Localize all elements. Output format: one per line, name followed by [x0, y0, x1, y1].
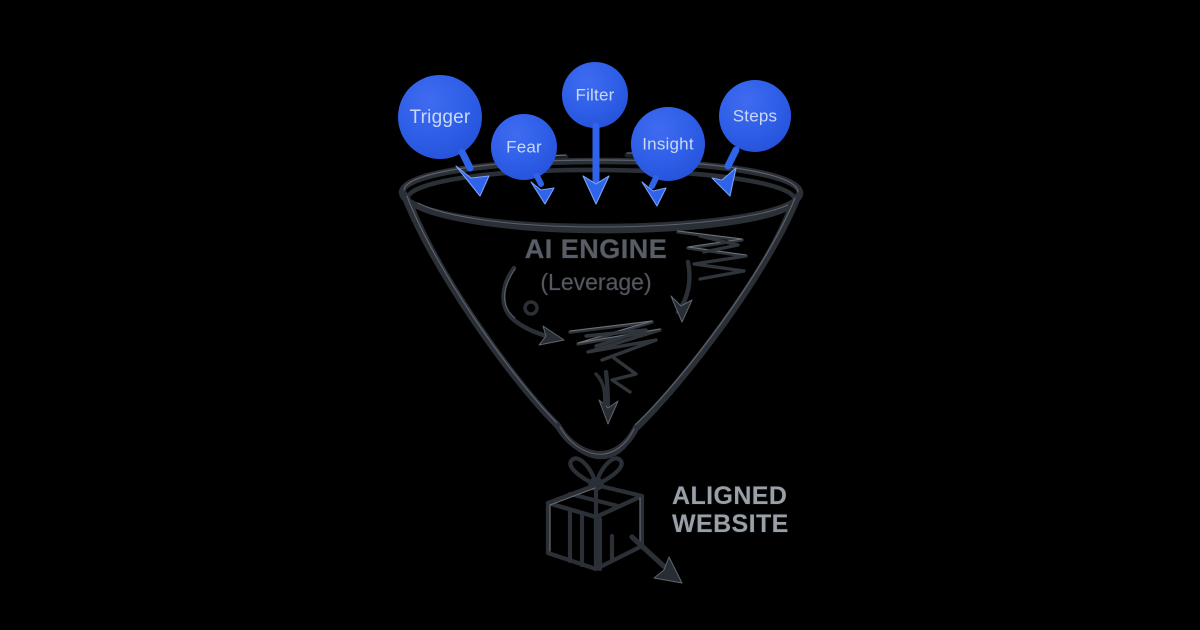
engine-label-group: AI ENGINE (Leverage) — [524, 233, 668, 295]
down-arrow-icon-fear — [530, 173, 555, 205]
curved-arrow-icon — [501, 259, 693, 425]
node-label-fear: Fear — [506, 137, 542, 156]
input-nodes: Trigger Fear Filter — [398, 62, 791, 207]
input-node-steps[interactable]: Steps — [719, 80, 791, 152]
node-label-filter: Filter — [576, 85, 615, 104]
diagonal-arrow-icon — [629, 534, 683, 584]
input-node-fear[interactable]: Fear — [491, 114, 557, 180]
input-node-insight[interactable]: Insight — [631, 107, 705, 181]
node-label-trigger: Trigger — [410, 107, 471, 128]
input-node-filter[interactable]: Filter — [562, 62, 628, 128]
node-circle-steps[interactable] — [719, 80, 791, 152]
engine-scribbles — [568, 230, 748, 394]
node-label-steps: Steps — [733, 106, 777, 125]
down-arrow-icon-trigger — [455, 148, 490, 197]
outcome-label-group: ALIGNED WEBSITE — [671, 481, 789, 539]
gift-box-icon — [545, 456, 645, 572]
down-arrow-icon-filter — [582, 122, 610, 205]
outcome-line-1: ALIGNED — [672, 482, 787, 510]
node-circle-insight[interactable] — [631, 107, 705, 181]
engine-title: AI ENGINE — [525, 234, 668, 264]
node-label-insight: Insight — [642, 134, 694, 153]
funnel-icon — [398, 157, 804, 460]
outcome-line-2: WEBSITE — [672, 510, 789, 538]
node-circle-trigger[interactable] — [398, 75, 482, 159]
node-circle-fear[interactable] — [491, 114, 557, 180]
down-arrow-icon-insight — [641, 175, 667, 207]
node-circle-filter[interactable] — [562, 62, 628, 128]
engine-subtitle: (Leverage) — [540, 269, 651, 295]
down-arrow-icon-steps — [711, 146, 740, 197]
input-node-trigger[interactable]: Trigger — [398, 75, 482, 159]
